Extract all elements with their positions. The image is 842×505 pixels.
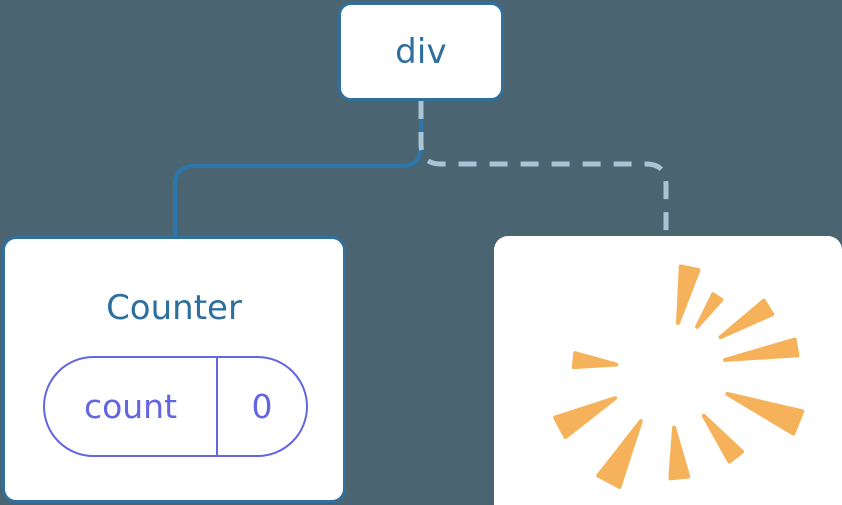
sparkle-ray-8 [553,396,618,439]
sparkle-burst-icon [553,264,805,489]
state-pill-count[interactable]: count 0 [43,356,308,457]
edge-div-to-rerender [418,101,669,236]
sparkle-ray-6 [668,425,691,481]
state-pill-divider [216,358,218,455]
node-render-burst[interactable] [494,236,842,505]
sparkle-ray-3 [723,337,800,362]
sparkle-ray-0 [675,264,701,326]
sparkle-ray-4 [725,391,805,436]
node-div-label: div [395,31,447,72]
node-counter-label: Counter [106,288,242,328]
sparkle-ray-1 [695,292,724,329]
sparkle-ray-9 [571,351,619,370]
node-div[interactable]: div [338,2,504,101]
state-pill-key: count [83,387,178,426]
state-pill-value: 0 [251,387,273,426]
edge-div-to-counter [173,101,423,236]
sparkle-ray-2 [718,298,775,340]
sparkle-ray-5 [701,413,745,464]
sparkle-ray-7 [596,419,643,489]
